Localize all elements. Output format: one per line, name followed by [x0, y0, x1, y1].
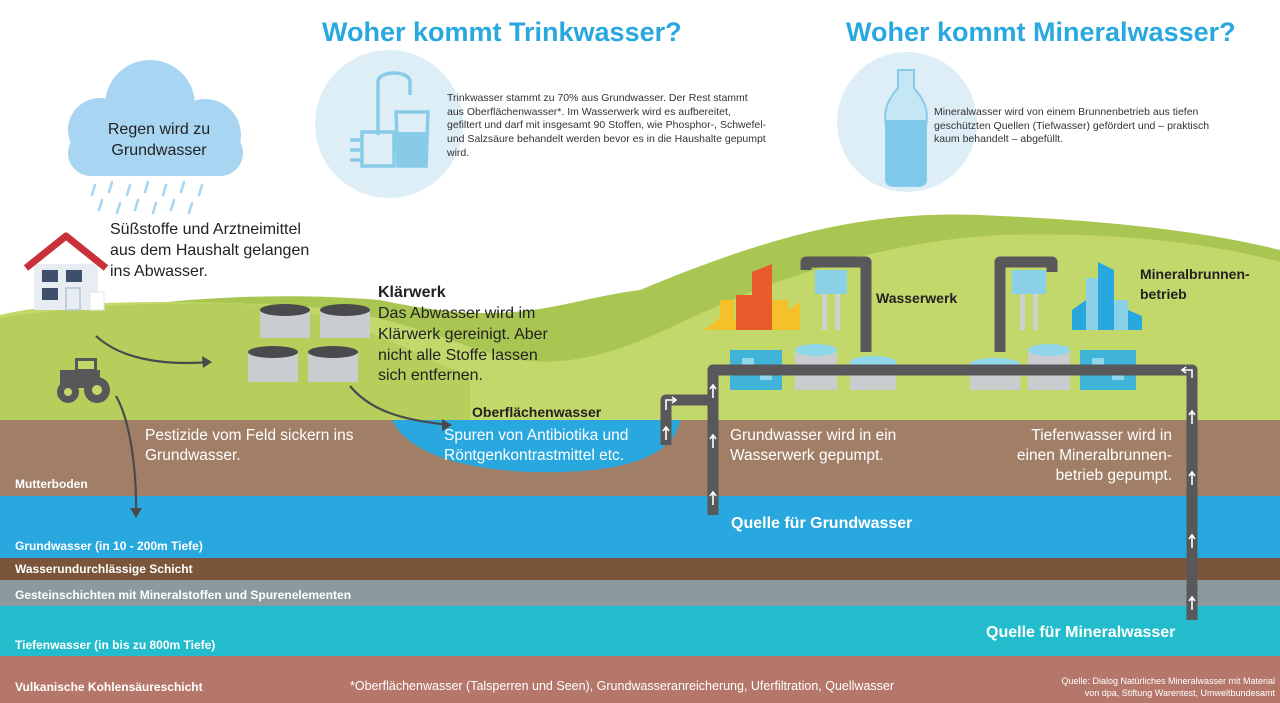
- layer-grundwasser: Grundwasser (in 10 - 200m Tiefe): [15, 539, 203, 553]
- label-quelle-mineralwasser: Quelle für Mineralwasser: [986, 624, 1176, 641]
- label-klaerwerk-title: Klärwerk: [378, 284, 446, 301]
- rain-drops: [90, 180, 204, 215]
- volcanic-layer: [0, 656, 1280, 703]
- layer-wasserundurchlaessig: Wasserundurchlässige Schicht: [15, 562, 193, 576]
- source-note: Quelle: Dialog Natürliches Mineralwasser…: [1061, 676, 1275, 698]
- cloud-text: Regen wird zu Grundwasser: [107, 121, 211, 159]
- title-trinkwasser: Woher kommt Trinkwasser?: [322, 17, 682, 47]
- tractor-icon: [57, 358, 110, 403]
- lake: [392, 420, 680, 473]
- groundwater-layer: [0, 496, 1280, 558]
- label-grundwasser-pumpe: Grundwasser wird in ein Wasserwerk gepum…: [730, 427, 897, 465]
- label-mineralbrunnen: Mineralbrunnen-betrieb: [1140, 266, 1250, 303]
- glass-water: [397, 132, 427, 166]
- label-quelle-grundwasser: Quelle für Grundwasser: [731, 515, 913, 532]
- arrow-heads: [130, 356, 452, 518]
- label-tiefenwasser-pumpe: Tiefenwasser wird in einen Mineralbrunne…: [1016, 427, 1172, 485]
- house-icon: [23, 232, 109, 311]
- title-mineralwasser: Woher kommt Mineralwasser?: [846, 17, 1236, 47]
- footnote: *Oberflächenwasser (Talsperren und Seen)…: [350, 679, 895, 693]
- label-haushalt: Süßstoffe und Arztneimittel aus dem Haus…: [110, 221, 310, 280]
- layer-tiefenwasser: Tiefenwasser (in bis zu 800m Tiefe): [15, 638, 216, 652]
- label-oberflaechenwasser-title: Oberflächenwasser: [472, 404, 602, 420]
- rock-layer: [0, 580, 1280, 606]
- layer-mutterboden: Mutterboden: [15, 477, 88, 491]
- klaerwerk-tanks: [248, 304, 370, 382]
- pipe-arrows: [662, 366, 1196, 610]
- layer-gestein: Gesteinschichten mit Mineralstoffen und …: [15, 588, 352, 602]
- flow-arrows: [95, 335, 451, 516]
- deep-water-layer: [0, 606, 1280, 656]
- rain-cloud: [68, 60, 243, 176]
- label-oberflaechenwasser-text: Spuren von Antibiotika und Röntgenkontra…: [444, 427, 629, 465]
- label-klaerwerk-text: Das Abwasser wird im Klärwerk gereinigt.…: [378, 305, 548, 385]
- impermeable-layer: [0, 558, 1280, 580]
- layer-vulkanisch: Vulkanische Kohlensäureschicht: [15, 680, 203, 694]
- label-pestizide: Pestizide vom Feld sickern ins Grundwass…: [145, 427, 354, 465]
- info-mineralwasser: Mineralwasser wird von einem Brunnenbetr…: [934, 106, 1210, 146]
- bottle-water: [886, 120, 926, 186]
- label-wasserwerk: Wasserwerk: [876, 290, 958, 306]
- info-trinkwasser: Trinkwasser stammt zu 70% aus Grundwasse…: [447, 92, 767, 159]
